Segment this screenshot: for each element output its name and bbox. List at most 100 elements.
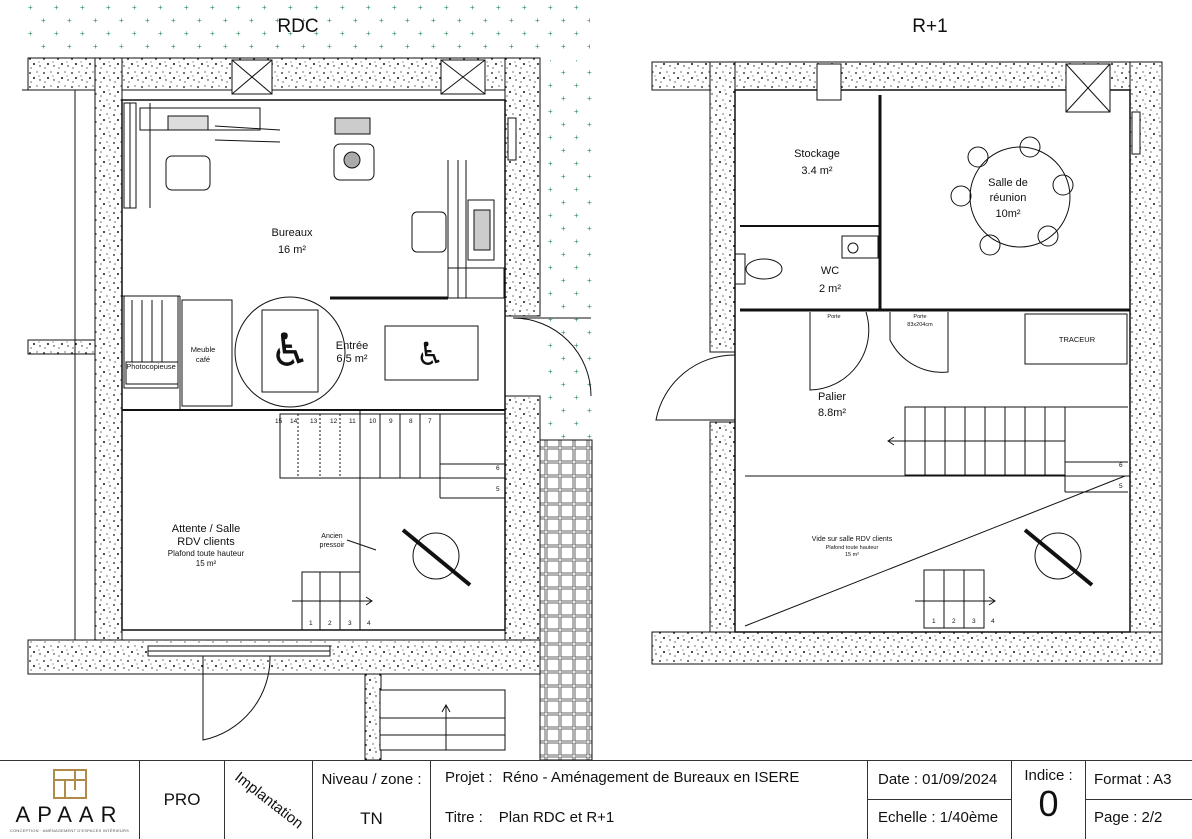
stair-r1-lower-numbers: 1 2 3 4	[932, 618, 995, 625]
rdc-bottom-openings	[147, 645, 506, 751]
stair-step: 4	[367, 620, 371, 627]
stair-step: 13	[310, 418, 318, 425]
office-furniture	[123, 102, 505, 299]
format-cell: Format : A3 Page : 2/2	[1086, 761, 1192, 839]
title-block: APAAR CONCEPTION · AMÉNAGEMENT D'ESPACES…	[0, 760, 1192, 839]
wc-door-label: Porte	[827, 314, 840, 320]
pressoir-arrow	[346, 539, 377, 551]
cafe-label-2: café	[196, 355, 210, 364]
stair-rdc-lower-numbers: 1 2 3 4	[309, 620, 371, 627]
wheelchair-symbol-entrance: ♿	[384, 325, 479, 381]
floor-title-r1: R+1	[912, 16, 947, 37]
apaar-logo-icon	[52, 768, 87, 799]
vide-area: 15 m²	[845, 552, 859, 558]
titre-row: Titre : Plan RDC et R+1	[445, 809, 614, 826]
vide-line2: Plafond toute hauteur	[826, 545, 879, 551]
stair-rdc-lower	[292, 571, 373, 631]
projet-label: Projet :	[445, 769, 493, 786]
r1-windows	[816, 63, 1141, 155]
room-palier-name: Palier	[818, 391, 846, 403]
echelle-value: Echelle : 1/40ème	[878, 809, 999, 826]
stair-step: 11	[349, 418, 356, 425]
door-label: Porte	[913, 314, 926, 320]
room-reunion-line2: réunion	[990, 192, 1027, 204]
vide-line1: Vide sur salle RDV clients	[812, 536, 893, 543]
indice-value: 0	[1038, 783, 1059, 824]
stair-step: 2	[952, 618, 956, 625]
cafe-label-1: Meuble	[191, 345, 216, 354]
stair-step: 4	[991, 618, 995, 625]
room-entree-area: 6.5 m²	[336, 353, 368, 365]
stair-step: 6	[496, 465, 500, 472]
date-value: Date : 01/09/2024	[878, 771, 998, 788]
door-size: 83x204cm	[907, 322, 933, 328]
wheelchair-turning-circle: ♿	[234, 296, 346, 408]
room-attente-line1: Attente / Salle	[172, 523, 241, 535]
wc-fixtures	[734, 235, 879, 285]
garden-right	[540, 60, 592, 440]
svg-text:♿: ♿	[269, 323, 310, 377]
floor-title-rdc: RDC	[277, 16, 318, 37]
projet-cell: Projet : Réno - Aménagement de Bureaux e…	[431, 761, 868, 839]
titre-label: Titre :	[445, 809, 483, 826]
niveau-value: TN	[360, 808, 383, 828]
pro-cell: PRO	[140, 761, 225, 839]
stair-step: 3	[348, 620, 352, 627]
floor-plan: + + RDC	[20, 5, 1163, 760]
stair-step: 9	[389, 418, 393, 425]
room-palier-area: 8.8m²	[818, 407, 846, 419]
rdc-windows	[231, 59, 517, 161]
stair-step: 6	[1119, 462, 1123, 469]
cafe-cabinet	[181, 299, 233, 407]
room-wc-area: 2 m²	[819, 283, 841, 295]
traceur-label: TRACEUR	[1059, 335, 1096, 344]
niveau-cell: Niveau / zone : TN	[313, 761, 431, 839]
stair-step: 12	[330, 418, 338, 425]
pressoir-symbol	[401, 528, 472, 587]
stair-step: 1	[932, 618, 936, 625]
projet-row: Projet : Réno - Aménagement de Bureaux e…	[445, 769, 799, 786]
date-cell: Date : 01/09/2024 Echelle : 1/40ème	[868, 761, 1012, 839]
stair-step: 2	[328, 620, 332, 627]
stair-step: 5	[1119, 483, 1123, 490]
room-attente-line3: Plafond toute hauteur	[168, 549, 245, 558]
room-stockage-area: 3.4 m²	[801, 165, 833, 177]
room-wc-name: WC	[821, 265, 839, 277]
page-value: Page : 2/2	[1094, 809, 1163, 826]
implantation-label: Implantation	[231, 768, 306, 832]
pressoir-symbol-r1	[1023, 528, 1094, 587]
format-value: Format : A3	[1094, 771, 1172, 788]
stair-rdc-upper-numbers: 15 14 13 12 11 10 9 8 7 6 5	[275, 418, 500, 493]
stair-step: 8	[409, 418, 413, 425]
stair-step: 1	[309, 620, 313, 627]
stair-r1-lower	[915, 569, 996, 629]
logo-text: APAAR	[15, 801, 124, 827]
svg-text:♿: ♿	[416, 335, 445, 373]
stair-step: 5	[496, 486, 500, 493]
pressoir-label-1: Ancien	[321, 533, 343, 540]
room-attente-area: 15 m²	[196, 559, 217, 568]
shelving-unit	[123, 295, 179, 389]
stair-r1-upper	[887, 406, 1128, 493]
logo-block: APAAR CONCEPTION · AMÉNAGEMENT D'ESPACES…	[0, 761, 140, 839]
indice-label: Indice :	[1024, 767, 1073, 784]
entrance-door	[512, 317, 592, 397]
stair-step: 3	[972, 618, 976, 625]
pressoir-label-2: pressoir	[320, 542, 346, 549]
room-reunion-area: 10m²	[995, 208, 1020, 220]
stair-step: 14	[290, 418, 298, 425]
r1-walls	[651, 61, 1163, 665]
stair-step: 7	[428, 418, 432, 425]
room-reunion-line1: Salle de	[988, 177, 1028, 189]
room-attente-line2: RDV clients	[177, 536, 235, 548]
implantation-cell: Implantation	[225, 761, 313, 839]
r1-doors	[655, 311, 949, 421]
indice-cell: Indice : 0	[1012, 761, 1086, 839]
photocopier-label: Photocopieuse	[126, 362, 176, 371]
niveau-label: Niveau / zone :	[321, 771, 422, 789]
meeting-table	[950, 136, 1074, 256]
stair-step: 15	[275, 418, 283, 425]
stair-rdc-upper	[279, 413, 505, 499]
stair-r1-side-numbers: 6 5	[1119, 462, 1123, 490]
stair-step: 10	[369, 418, 377, 425]
